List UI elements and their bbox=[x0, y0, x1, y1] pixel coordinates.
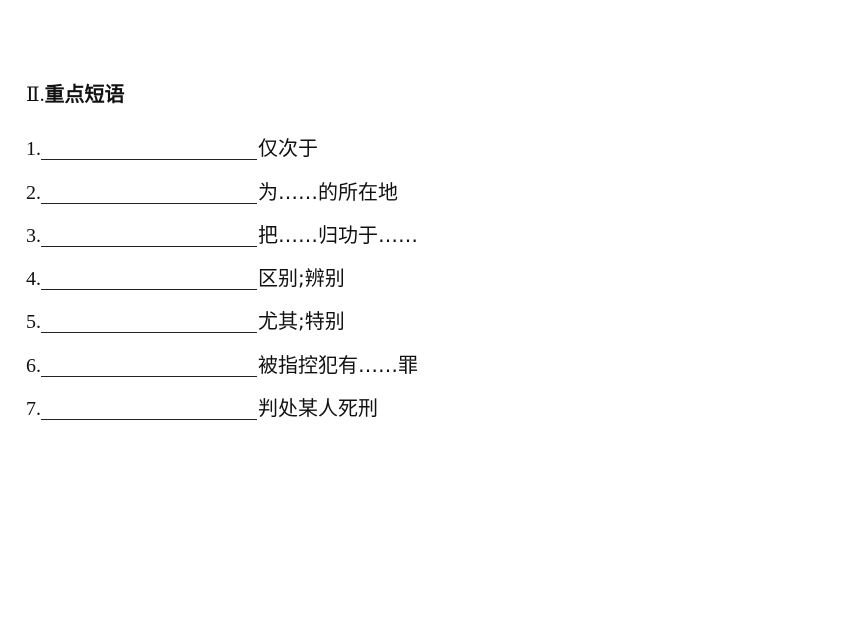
item-meaning: 区别;辨别 bbox=[258, 266, 345, 291]
answer-blank-2[interactable] bbox=[41, 181, 257, 204]
item-meaning: 尤其;特别 bbox=[258, 309, 345, 334]
phrase-item-1: 1. 仅次于 bbox=[26, 118, 786, 161]
answer-blank-4[interactable] bbox=[41, 267, 257, 291]
answer-blank-1[interactable] bbox=[41, 137, 257, 161]
answer-blank-3[interactable] bbox=[41, 224, 257, 247]
section-title: 重点短语 bbox=[44, 82, 125, 106]
item-number: 5. bbox=[26, 311, 41, 334]
answer-blank-7[interactable] bbox=[41, 397, 257, 421]
worksheet: Ⅱ.重点短语 1. 仅次于 2. 为……的所在地 3. 把……归功于…… 4. … bbox=[26, 78, 786, 421]
item-meaning: 判处某人死刑 bbox=[258, 396, 378, 421]
section-heading: Ⅱ.重点短语 bbox=[26, 78, 786, 110]
section-numeral: Ⅱ. bbox=[26, 84, 45, 106]
phrase-item-4: 4. 区别;辨别 bbox=[26, 248, 786, 291]
item-meaning: 被指控犯有……罪 bbox=[258, 352, 418, 377]
phrase-item-2: 2. 为……的所在地 bbox=[26, 161, 786, 204]
item-number: 6. bbox=[26, 354, 41, 377]
phrase-item-5: 5. 尤其;特别 bbox=[26, 291, 786, 334]
phrase-item-7: 7. 判处某人死刑 bbox=[26, 378, 786, 421]
item-meaning: 为……的所在地 bbox=[258, 179, 398, 204]
item-meaning: 把……归功于…… bbox=[258, 222, 418, 247]
phrase-item-6: 6. 被指控犯有……罪 bbox=[26, 334, 786, 377]
answer-blank-6[interactable] bbox=[41, 354, 257, 377]
answer-blank-5[interactable] bbox=[41, 310, 257, 334]
item-number: 2. bbox=[26, 181, 41, 204]
item-meaning: 仅次于 bbox=[258, 136, 318, 161]
item-number: 4. bbox=[26, 268, 41, 291]
item-number: 1. bbox=[26, 138, 41, 161]
item-number: 3. bbox=[26, 224, 41, 247]
phrase-item-3: 3. 把……归功于…… bbox=[26, 205, 786, 248]
item-number: 7. bbox=[26, 398, 41, 421]
